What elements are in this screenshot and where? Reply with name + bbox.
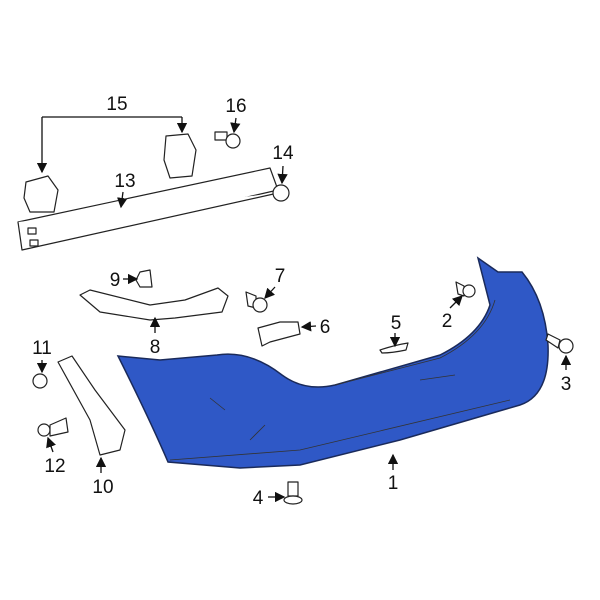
energy-absorber-parts[interactable] [23, 133, 197, 213]
clip-12-part[interactable] [37, 417, 69, 437]
clip-7-part[interactable] [245, 291, 268, 313]
bumper-cover-part[interactable] [116, 256, 549, 469]
callout-7: 7 [275, 266, 286, 287]
leader-lines [36, 116, 572, 503]
callout-2: 2 [442, 311, 453, 332]
callout-9: 9 [110, 270, 121, 291]
callout-14: 14 [272, 143, 294, 164]
callout-5: 5 [391, 313, 402, 334]
nut-11-part[interactable] [32, 373, 48, 389]
clip-4-part[interactable] [283, 481, 303, 505]
callout-8: 8 [150, 337, 161, 358]
clip-2-part[interactable] [455, 281, 476, 298]
bracket-6-part[interactable] [257, 321, 301, 347]
bolt-16-part[interactable] [214, 131, 241, 149]
callout-15: 15 [106, 94, 127, 115]
bolt-3-part[interactable] [545, 333, 574, 354]
nut-14-part[interactable] [272, 184, 290, 202]
side-retainer-part[interactable] [57, 355, 126, 456]
clip-9-part[interactable] [135, 269, 153, 288]
side-bracket-part[interactable] [79, 287, 229, 321]
callout-6: 6 [320, 317, 331, 338]
reinforcement-bar-part[interactable] [17, 167, 279, 251]
callout-13: 13 [114, 171, 135, 192]
callout-16: 16 [225, 96, 246, 117]
callout-10: 10 [92, 477, 113, 498]
callout-3: 3 [561, 374, 572, 395]
callout-1: 1 [388, 473, 399, 494]
reflector-part[interactable] [379, 342, 409, 354]
callout-12: 12 [44, 456, 65, 477]
callout-4: 4 [253, 488, 264, 509]
callout-11: 11 [32, 338, 52, 359]
